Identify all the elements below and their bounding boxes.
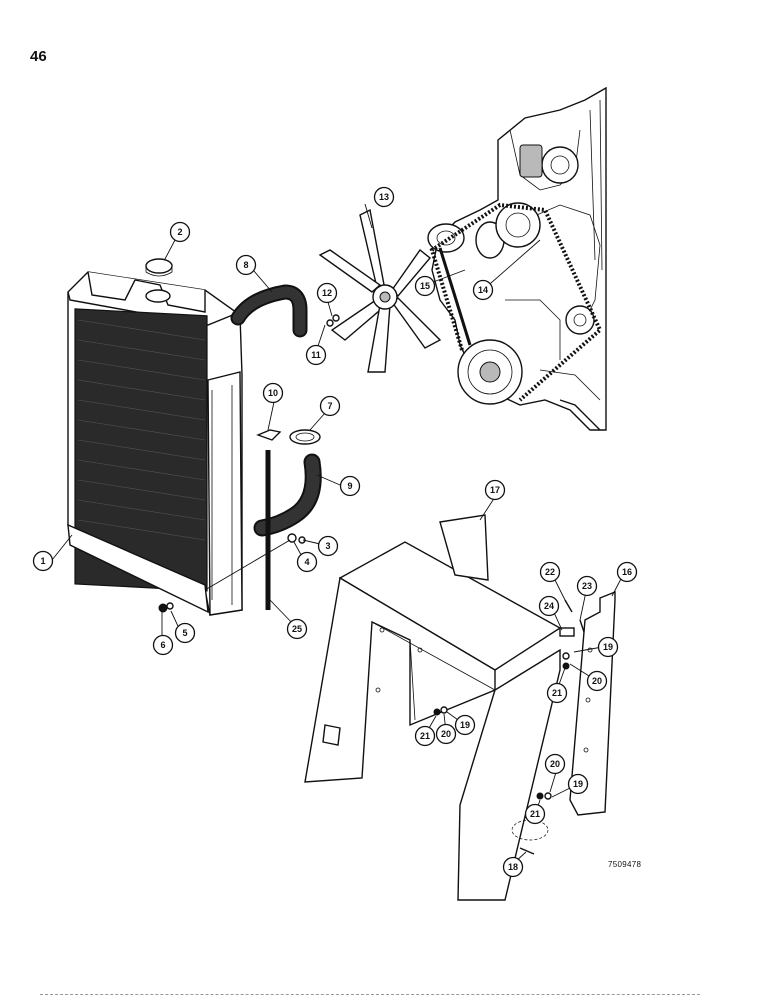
callout-4: 4	[296, 551, 318, 573]
clip	[256, 429, 282, 441]
callout-16: 16	[616, 561, 638, 583]
callout-5: 5	[174, 622, 196, 644]
callout-14: 14	[472, 279, 494, 301]
lower-hose	[253, 453, 322, 537]
callout-24: 24	[538, 595, 560, 617]
svg-text:12: 12	[322, 288, 332, 298]
svg-text:2: 2	[177, 227, 182, 237]
svg-text:24: 24	[544, 601, 554, 611]
svg-text:1: 1	[40, 556, 45, 566]
fasteners	[158, 314, 340, 613]
svg-text:20: 20	[441, 729, 451, 739]
svg-text:21: 21	[552, 688, 562, 698]
svg-text:6: 6	[160, 640, 165, 650]
page-number: 46	[30, 48, 47, 65]
svg-text:8: 8	[243, 260, 248, 270]
svg-text:20: 20	[550, 759, 560, 769]
fan-shroud	[304, 514, 562, 901]
upper-hose	[230, 284, 308, 338]
svg-text:18: 18	[508, 862, 518, 872]
svg-text:19: 19	[460, 720, 470, 730]
callout-11: 11	[305, 344, 327, 366]
svg-text:4: 4	[304, 557, 309, 567]
svg-text:16: 16	[622, 567, 632, 577]
hose-clamp	[289, 429, 321, 445]
svg-text:3: 3	[325, 541, 330, 551]
callout-6: 6	[152, 634, 174, 656]
svg-text:21: 21	[530, 809, 540, 819]
water-pump-pulley	[495, 202, 541, 248]
callout-23: 23	[576, 575, 598, 597]
fan-assembly	[318, 208, 442, 373]
svg-text:23: 23	[582, 581, 592, 591]
callout-1: 1	[32, 550, 54, 572]
svg-text:10: 10	[268, 388, 278, 398]
svg-text:19: 19	[573, 779, 583, 789]
callout-19a: 19	[597, 636, 619, 658]
svg-text:7: 7	[327, 401, 332, 411]
callout-20b: 20	[435, 723, 457, 745]
fan-belt	[429, 202, 603, 402]
crankshaft-pulley	[457, 305, 595, 405]
callout-2: 2	[169, 221, 191, 243]
callout-18: 18	[502, 856, 524, 878]
figure-code: 7509478	[608, 860, 642, 869]
callout-8: 8	[235, 254, 257, 276]
svg-text:21: 21	[420, 731, 430, 741]
footer-rule	[40, 994, 700, 996]
callout-20a: 20	[586, 670, 608, 692]
callout-21c: 21	[524, 803, 546, 825]
mounting-hardware	[433, 599, 585, 855]
callout-21a: 21	[546, 682, 568, 704]
callout-25: 25	[286, 618, 308, 640]
svg-text:19: 19	[603, 642, 613, 652]
radiator-cap	[145, 258, 173, 277]
callout-7: 7	[319, 395, 341, 417]
callout-15: 15	[414, 275, 436, 297]
callout-9: 9	[339, 475, 361, 497]
svg-text:15: 15	[420, 281, 430, 291]
svg-text:9: 9	[347, 481, 352, 491]
callout-21b: 21	[414, 725, 436, 747]
svg-text:14: 14	[478, 285, 488, 295]
svg-text:20: 20	[592, 676, 602, 686]
svg-text:17: 17	[490, 485, 500, 495]
callout-3: 3	[317, 535, 339, 557]
callout-17: 17	[484, 479, 506, 501]
callout-13: 13	[373, 186, 395, 208]
callout-19b: 19	[454, 714, 476, 736]
callout-10: 10	[262, 382, 284, 404]
radiator	[67, 271, 243, 616]
callout-22: 22	[539, 561, 561, 583]
callout-12: 12	[316, 282, 338, 304]
svg-text:22: 22	[545, 567, 555, 577]
svg-text:13: 13	[379, 192, 389, 202]
callout-20c: 20	[544, 753, 566, 775]
callout-19c: 19	[567, 773, 589, 795]
svg-text:25: 25	[292, 624, 302, 634]
svg-text:11: 11	[311, 350, 321, 360]
svg-text:5: 5	[182, 628, 187, 638]
